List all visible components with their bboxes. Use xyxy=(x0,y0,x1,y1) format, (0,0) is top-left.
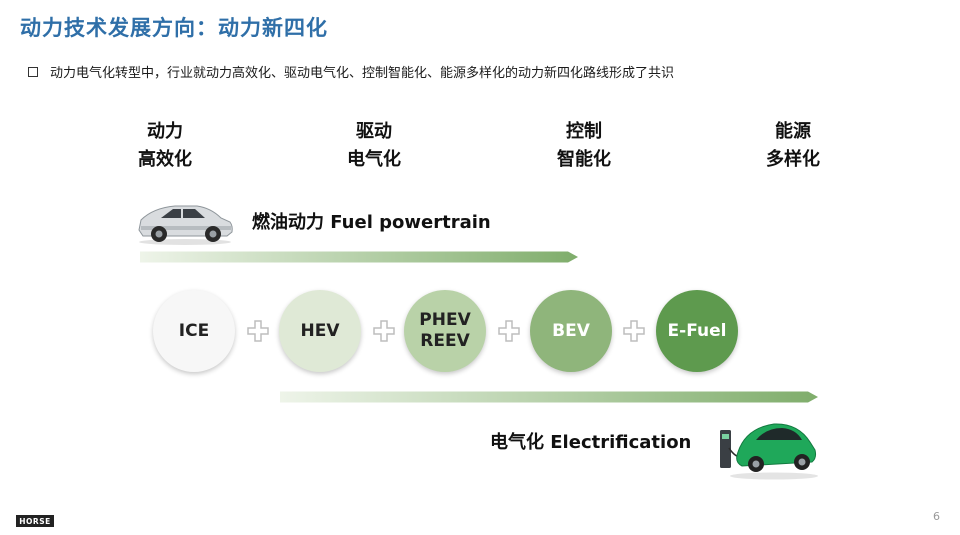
electrification-label: 电气化 Electrification xyxy=(490,432,692,453)
page-number: 6 xyxy=(933,510,940,523)
powertrain-phev-reev: PHEV REEV xyxy=(404,290,486,372)
direction-line2: 高效化 xyxy=(138,149,192,170)
plus-icon xyxy=(373,320,395,342)
direction-line2: 多样化 xyxy=(766,149,820,170)
ev-charging-car-icon xyxy=(720,423,818,480)
direction-line1: 动力 xyxy=(147,121,183,142)
direction-diversification: 能源 多样化 xyxy=(733,118,853,174)
fuel-powertrain-label: 燃油动力 Fuel powertrain xyxy=(252,212,491,233)
direction-line2: 智能化 xyxy=(557,149,611,170)
direction-line1: 能源 xyxy=(775,121,811,142)
square-bullet-icon xyxy=(28,66,38,77)
fuel-timeline-arrow xyxy=(140,251,578,263)
powertrain-label: HEV xyxy=(300,320,340,341)
powertrain-label: E-Fuel xyxy=(667,320,727,341)
powertrain-label: ICE xyxy=(178,320,210,341)
powertrain-label: BEV xyxy=(552,320,590,341)
direction-line2: 电气化 xyxy=(347,149,401,170)
fuel-car-icon xyxy=(138,205,233,245)
plus-icon xyxy=(623,320,645,342)
direction-efficiency: 动力 高效化 xyxy=(105,118,225,174)
plus-icon xyxy=(247,320,269,342)
direction-line1: 驱动 xyxy=(356,121,392,142)
plus-icon xyxy=(498,320,520,342)
powertrain-efuel: E-Fuel xyxy=(656,290,738,372)
direction-line1: 控制 xyxy=(566,121,602,142)
powertrain-bev: BEV xyxy=(530,290,612,372)
powertrain-ice: ICE xyxy=(153,290,235,372)
company-logo: HORSE xyxy=(16,515,54,527)
direction-electrification: 驱动 电气化 xyxy=(314,118,434,174)
powertrain-label-line1: PHEV xyxy=(419,310,471,330)
bullet-point: 动力电气化转型中，行业就动力高效化、驱动电气化、控制智能化、能源多样化的动力新四… xyxy=(28,62,674,81)
slide-title: 动力技术发展方向：动力新四化 xyxy=(20,16,328,40)
powertrain-hev: HEV xyxy=(279,290,361,372)
direction-intelligence: 控制 智能化 xyxy=(524,118,644,174)
powertrain-label-line2: REEV xyxy=(420,331,470,351)
bullet-text: 动力电气化转型中，行业就动力高效化、驱动电气化、控制智能化、能源多样化的动力新四… xyxy=(50,66,675,81)
electrification-timeline-arrow xyxy=(280,391,818,403)
